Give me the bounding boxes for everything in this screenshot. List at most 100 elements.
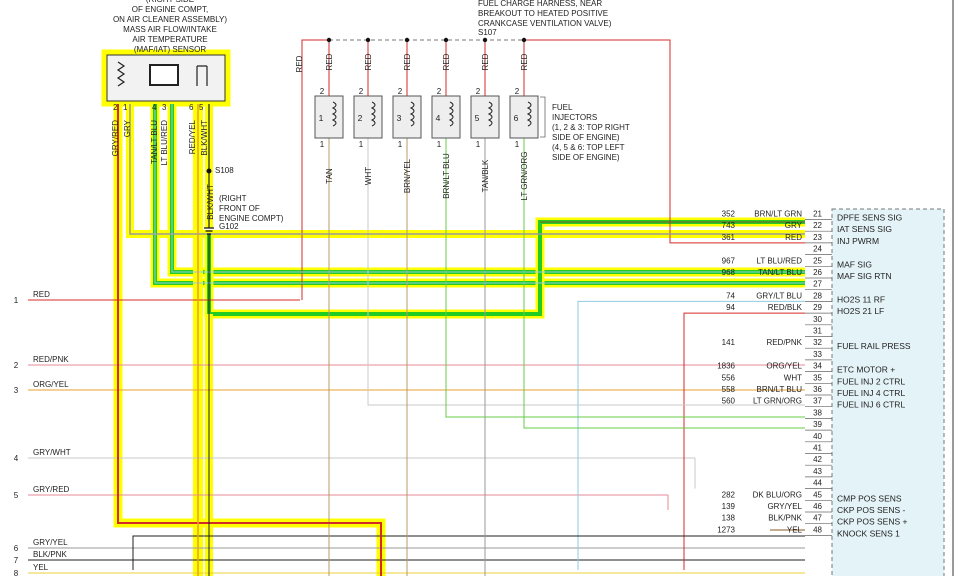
- injector-caption-line: FUEL: [552, 103, 573, 112]
- splice-s108-label: S108: [215, 166, 234, 175]
- injector-bracket: [540, 96, 546, 138]
- pcm-pin-number: 27: [813, 280, 822, 289]
- injector-caption-line: SIDE OF ENGINE): [552, 153, 620, 162]
- circuit-number: 94: [726, 303, 735, 312]
- circuit-number: 1836: [717, 362, 735, 371]
- circuit-row-number: 4: [14, 454, 19, 463]
- pcm-pin-number: 30: [813, 315, 822, 324]
- injector-pin-bottom: 1: [476, 140, 481, 149]
- maf-pin-number: 5: [199, 103, 204, 112]
- ground-caption-line: (RIGHT: [219, 194, 247, 203]
- injector-body: [392, 95, 422, 139]
- injector-caption-line: SIDE OF ENGINE): [552, 133, 620, 142]
- circuit-row-number: 1: [14, 296, 19, 305]
- wire-tan-lt-blu-maf: [154, 104, 805, 284]
- circuit-row-wire-label: GRY/WHT: [33, 448, 71, 457]
- circuit-number: 560: [722, 397, 736, 406]
- circuit-row-wire-label: GRY/YEL: [33, 538, 68, 547]
- pcm-pin-function: ETC MOTOR +: [837, 365, 895, 375]
- injector-top-wire-label: RED: [481, 53, 490, 70]
- maf-caption-line: ON AIR CLEANER ASSEMBLY): [113, 15, 227, 24]
- wire-dk-blu-org: [132, 535, 805, 570]
- injector-pin-bottom: 1: [398, 140, 403, 149]
- injector-body: [509, 95, 539, 139]
- harness-feed-left: [301, 39, 329, 300]
- maf-element-icon: [149, 64, 179, 86]
- injector-pin-top: 2: [359, 87, 364, 96]
- injector-pin-top: 2: [320, 87, 325, 96]
- pcm-pin-number: 21: [813, 210, 822, 219]
- splice-dot: [404, 37, 410, 43]
- circuit-number: 556: [722, 373, 736, 382]
- pcm-pin-number: 32: [813, 338, 822, 347]
- injector-top-wire-label: RED: [520, 53, 529, 70]
- injector-top-wire-label: RED: [442, 53, 451, 70]
- pcm-pin-number: 24: [813, 245, 822, 254]
- injector-number: 6: [514, 113, 519, 123]
- pcm-pin-function: MAF SIG RTN: [837, 271, 892, 281]
- pcm-pin-number: 41: [813, 444, 822, 453]
- wire-red-blk: [683, 312, 805, 570]
- pcm-pin-number: 47: [813, 514, 822, 523]
- circuit-row-wire-label: YEL: [33, 563, 49, 572]
- injector-body: [431, 95, 461, 139]
- pcm-pin-number: 37: [813, 397, 822, 406]
- splice-dot: [521, 37, 527, 43]
- pcm-pin-number: 25: [813, 256, 822, 265]
- circuit-row-number: 2: [14, 361, 19, 370]
- injector-pin-bottom: 1: [515, 140, 520, 149]
- injector-caption-line: INJECTORS: [552, 113, 597, 122]
- maf-pin-number: 6: [189, 103, 194, 112]
- ground-icon: [204, 227, 214, 235]
- ground-caption-line: ENGINE COMPT): [219, 214, 284, 223]
- maf-wire-label: BLK/WHT: [200, 120, 209, 156]
- circuit-row-wire-label: GRY/RED: [33, 485, 70, 494]
- injector-pin-top: 2: [476, 87, 481, 96]
- wire-color-label: RED/PNK: [766, 338, 802, 347]
- pcm-pin-function: CMP POS SENS: [837, 493, 902, 503]
- injector-top-wire-label: RED: [364, 53, 373, 70]
- pcm-pin-number: 36: [813, 385, 822, 394]
- splice-s108-dot: [206, 168, 212, 174]
- pcm-pin-function: FUEL RAIL PRESS: [837, 341, 911, 351]
- injector-coil-icon: [331, 101, 337, 127]
- maf-pin-number: 4: [152, 103, 157, 112]
- wire-gry-maf: [129, 104, 805, 235]
- injector-coil-icon: [487, 101, 493, 127]
- wire-color-label: GRY/LT BLU: [756, 291, 802, 300]
- circuit-number: 138: [722, 514, 736, 523]
- components-layer: [106, 37, 945, 576]
- wire-color-label: DK BLU/ORG: [753, 490, 802, 499]
- circuit-row-number: 3: [14, 386, 19, 395]
- pcm-pin-number: 33: [813, 350, 822, 359]
- injector-bottom-wire-label: BRN/YEL: [403, 158, 412, 193]
- maf-pin-number: 3: [162, 103, 167, 112]
- wire-color-label: ORG/YEL: [766, 362, 802, 371]
- wire-color-label: LT GRN/ORG: [753, 397, 802, 406]
- pcm-pin-function: FUEL INJ 4 CTRL: [837, 388, 905, 398]
- circuit-number: 282: [722, 490, 736, 499]
- wire-color-label: WHT: [784, 373, 802, 382]
- pcm-pin-function: HO2S 11 RF: [837, 294, 885, 304]
- wire-gry-red-maf: [117, 104, 382, 576]
- harness-feed-right: [524, 39, 805, 244]
- pcm-pin-function: CKP POS SENS +: [837, 517, 908, 527]
- circuit-row-wire-label: ORG/YEL: [33, 380, 69, 389]
- pcm-pin-number: 39: [813, 420, 822, 429]
- injector-pin-top: 2: [515, 87, 520, 96]
- injector-coil-icon: [370, 101, 376, 127]
- pcm-pin-number: 45: [813, 490, 822, 499]
- maf-wire-label: GRY/RED: [111, 120, 120, 157]
- circuit-row-number: 7: [14, 556, 19, 565]
- injector-caption-line: (1, 2 & 3: TOP RIGHT: [552, 123, 630, 132]
- maf-pin-number: 1: [123, 103, 128, 112]
- injector-pin-top: 2: [398, 87, 403, 96]
- injector-body: [353, 95, 383, 139]
- maf-caption-line: OF ENGINE COMPT,: [132, 5, 208, 14]
- pcm-pin-number: 35: [813, 373, 822, 382]
- thermistor-icon: [196, 65, 208, 86]
- maf-wire-label: LT BLU/RED: [160, 120, 169, 166]
- harness-feed-label: RED: [295, 55, 304, 72]
- circuit-number: 967: [722, 256, 736, 265]
